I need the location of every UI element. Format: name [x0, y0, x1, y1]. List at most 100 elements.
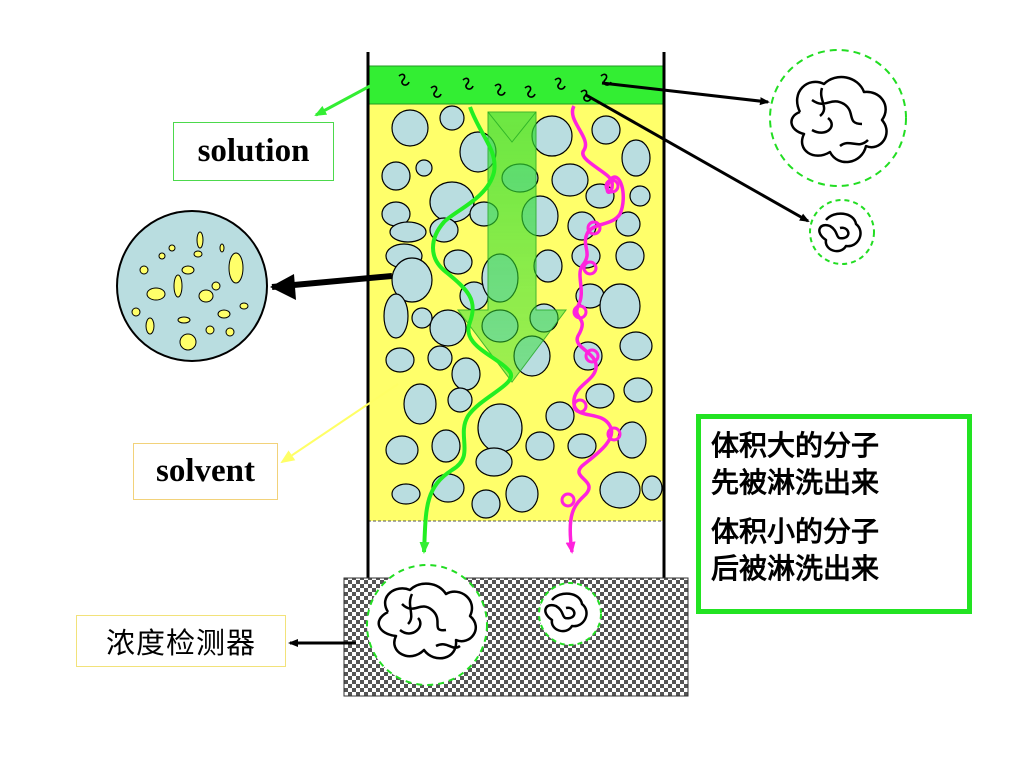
bead — [443, 249, 473, 275]
small-molecule-loops — [560, 178, 622, 508]
pore — [193, 250, 203, 258]
small-molecule-loop — [584, 348, 600, 364]
pore — [131, 307, 141, 317]
elution-order-note: 体积大的分子 先被淋洗出来 体积小的分子 后被淋洗出来 — [696, 414, 972, 614]
bead — [447, 387, 473, 413]
bead — [391, 483, 421, 505]
eluted-large-molecule-coil — [377, 582, 477, 660]
large-molecule-path — [419, 106, 514, 554]
solute-molecule — [462, 77, 474, 90]
eluted-small-molecule-coil — [544, 592, 588, 633]
small-molecule-loop — [586, 220, 602, 236]
bead — [385, 347, 415, 373]
solute-molecule — [398, 73, 410, 86]
note-small-line-1: 体积小的分子 — [711, 515, 880, 548]
pore — [228, 252, 244, 284]
bead — [415, 159, 433, 177]
bead — [567, 211, 597, 241]
bead — [585, 383, 615, 409]
pore — [168, 244, 176, 252]
bead — [431, 473, 465, 503]
pore — [196, 231, 204, 249]
solute-molecule — [494, 83, 506, 96]
small-molecule-loop — [604, 178, 620, 194]
bead — [505, 475, 539, 513]
solute-molecule — [580, 89, 592, 102]
solution-label: solution — [173, 122, 334, 181]
bead — [525, 431, 555, 461]
note-large-line-1: 体积大的分子 — [711, 429, 880, 462]
small-molecule-loop — [572, 304, 588, 320]
eluted-large-molecule-circle — [366, 564, 488, 686]
bead-zoom-arrowhead — [270, 274, 296, 300]
small-molecule-loop — [606, 426, 622, 442]
bead — [439, 105, 465, 131]
pore — [219, 243, 225, 253]
bead — [599, 283, 641, 329]
note-small-line-2: 后被淋洗出来 — [711, 552, 880, 585]
bead — [383, 293, 409, 339]
bead-pores — [131, 231, 249, 351]
bead — [623, 377, 653, 403]
bead — [475, 447, 513, 477]
pore — [211, 281, 221, 291]
flow-arrow-notch — [487, 111, 537, 143]
note-large-line-2: 先被淋洗出来 — [711, 466, 880, 499]
bead — [411, 307, 433, 329]
solvent-label: solvent — [133, 443, 278, 500]
bead — [615, 211, 641, 237]
bead — [471, 489, 501, 519]
solution-pointer — [314, 84, 371, 117]
bead — [567, 433, 597, 459]
zoom-small-molecule-circle — [809, 199, 875, 265]
pore — [139, 265, 149, 275]
bead — [451, 357, 481, 391]
bead — [585, 183, 615, 209]
bead — [477, 403, 523, 453]
small-molecule-loop — [582, 260, 598, 276]
pore — [173, 274, 183, 298]
pore — [158, 252, 166, 260]
bead — [427, 345, 453, 371]
solute-molecule — [430, 85, 442, 98]
bead — [591, 115, 621, 145]
pore — [198, 289, 214, 303]
pore — [225, 327, 235, 337]
bead — [385, 435, 419, 465]
bead — [533, 249, 563, 283]
bead — [619, 331, 653, 361]
eluted-small-molecule-circle — [538, 582, 602, 646]
pore — [239, 302, 249, 310]
bead — [629, 185, 651, 207]
small-molecule-loop — [572, 398, 588, 414]
concentration-detector-label: 浓度检测器 — [76, 615, 286, 667]
bead — [391, 109, 429, 147]
pore — [177, 316, 191, 324]
pore — [217, 309, 231, 319]
small-molecule-pointer — [585, 93, 810, 223]
bead — [431, 429, 461, 463]
solute-molecules — [398, 73, 612, 102]
large-molecule-pointer — [601, 81, 770, 106]
bead — [389, 221, 427, 243]
bead — [403, 383, 437, 425]
bead — [551, 163, 589, 197]
bead — [545, 401, 575, 431]
pore — [205, 325, 215, 335]
bead — [621, 139, 651, 177]
small-molecule-loop — [560, 492, 576, 508]
zoom-small-molecule-coil — [818, 212, 862, 253]
zoom-large-molecule-coil — [790, 75, 888, 164]
bead — [531, 115, 573, 157]
solute-molecule — [524, 85, 536, 98]
bead — [381, 161, 411, 191]
bead — [429, 309, 467, 347]
pore — [145, 317, 155, 335]
solvent-pointer — [280, 383, 399, 464]
flow-direction-arrow — [457, 111, 567, 383]
bead — [617, 421, 647, 459]
bead — [641, 475, 663, 501]
bead — [599, 471, 641, 509]
pore — [146, 287, 166, 301]
